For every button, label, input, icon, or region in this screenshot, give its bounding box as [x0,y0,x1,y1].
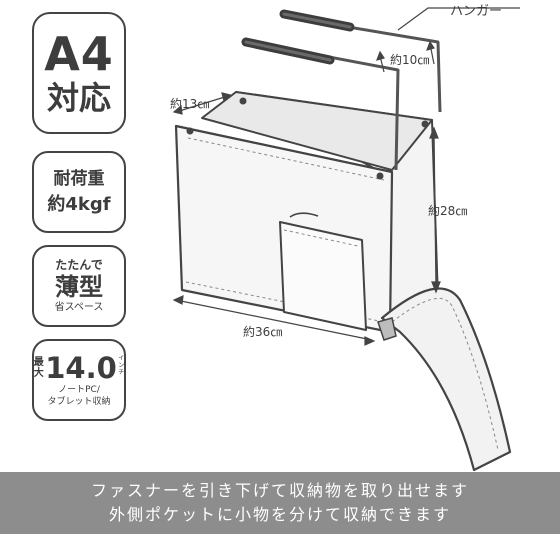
feature-caption-banner: ファスナーを引き下げて収納物を取り出せます 外側ポケットに小物を分けて収納できま… [0,472,560,534]
a4-badge-line2: 対応 [46,79,111,117]
laptop-badge-line2: ノートPC/ [58,385,100,395]
slim-badge-line3: 省スペース [54,302,104,313]
laptop-badge-line3: タブレット収納 [47,397,111,407]
laptop-size-badge: 最大 14.0 インチ ノートPC/ タブレット収納 [32,339,126,421]
laptop-badge-prefix: 最大 [33,357,44,379]
bag-depth-label: 約13㎝ [170,97,210,111]
laptop-size-row: 最大 14.0 インチ [33,352,125,384]
load-badge-line2: 約4kgf [47,194,111,215]
hanger-depth-label: 約10㎝ [390,53,430,67]
laptop-badge-unit: インチ [118,355,125,376]
caption-line1: ファスナーを引き下げて収納物を取り出せます [90,481,469,500]
hanger-label: ハンガー [450,4,503,19]
bag-height-label: 約28㎝ [428,204,468,218]
a4-badge-line1: A4 [44,27,114,81]
laptop-badge-value: 14.0 [45,351,117,385]
bag-width-label: 約36㎝ [243,325,283,339]
a4-compatible-badge: A4 対応 [32,12,126,134]
slim-badge-line2: 薄型 [55,273,103,301]
slim-badge-line1: たたんで [55,258,103,272]
slim-fold-badge: たたんで 薄型 省スペース [32,245,126,327]
load-capacity-badge: 耐荷重 約4kgf [32,151,126,233]
caption-line2: 外側ポケットに小物を分けて収納できます [108,505,451,524]
load-badge-line1: 耐荷重 [53,169,105,189]
